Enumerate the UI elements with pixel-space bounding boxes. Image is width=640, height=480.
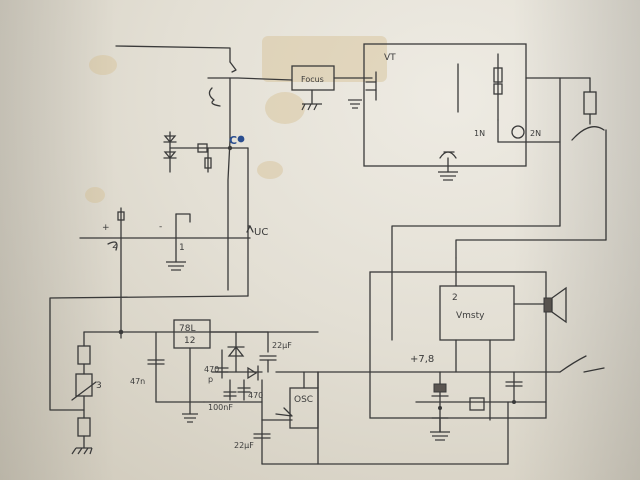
vmsty-label: Vmsty [456,311,485,321]
ic-pin-2-label: 2 [452,293,458,303]
focus-label: Focus [301,75,324,84]
cap-470p-label: 470 [204,365,219,374]
1n-label: 1N [474,129,485,138]
cap-470p-unit-label: p [208,375,213,384]
vt-label: VT [384,53,396,63]
osc-label: OSC [294,395,313,405]
cap-22uf-top-label: 22µF [272,341,292,350]
pin-2-label: 2 [112,241,118,251]
focus-vt-section [291,43,607,341]
cap-100nf-label: 100nF [208,403,233,412]
minus-label: - [159,222,162,232]
one-label: 1 [179,243,185,253]
uc-label: UC [254,227,268,238]
ground-symbol [301,103,322,111]
ground-symbol [166,261,186,271]
input-network [115,45,293,297]
ground-symbol [430,431,450,441]
connector-block [79,207,251,339]
ground-symbol [182,413,198,423]
plus-label: + [102,223,110,233]
cap-470-label: 470 [248,391,263,400]
paper-stain [265,92,305,124]
regulator-section [49,295,509,465]
ground-symbol [438,171,458,181]
amplifier-section [369,257,605,465]
ground-symbol [71,447,93,455]
node-c-label: C [229,134,237,147]
pin-3-label: 3 [96,381,102,391]
cap-47n-label: 47n [130,377,145,386]
paper-stain [89,55,117,75]
node-c-marker [237,135,245,143]
u78l-label: 78L [179,324,195,334]
ground-symbol [348,99,362,109]
paper-stain [262,36,387,82]
paper-stain [85,187,105,203]
paper-stain [257,161,283,179]
u78l-12-label: 12 [184,336,195,346]
2n-label: 2N [530,129,541,138]
supply-7v-label: +7,8 [410,354,434,365]
cap-22uf-bottom-label: 22µF [234,441,254,450]
